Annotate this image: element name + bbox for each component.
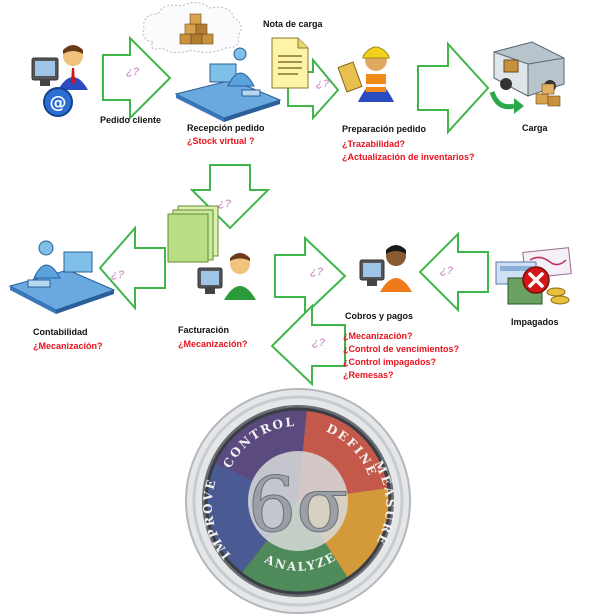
arrow-question-mark: ¿? [316,78,330,90]
svg-text:@: @ [50,93,67,113]
invoice-documents-icon [167,205,219,263]
reception-question: ¿Stock virtual ? [187,136,255,146]
flow-arrow [270,303,346,387]
reception-label: Recepción pedido [187,123,265,133]
arrow-question-mark: ¿? [310,266,324,278]
load-note-label: Nota de carga [263,19,323,29]
load-label: Carga [522,123,548,133]
flow-arrow [418,231,489,313]
flow-arrow [98,225,166,311]
preparation-label: Preparación pedido [342,124,427,134]
customer-order-label: Pedido cliente [100,115,162,125]
payments-label: Cobros y pagos [345,311,414,321]
accounting-label: Contabilidad [33,327,88,337]
flow-arrow [189,164,271,230]
arrow-question-mark: ¿? [312,337,326,349]
reception-desk-icon [174,47,282,122]
payments-question: ¿Control de vencimientos? [343,344,460,354]
six-sigma-symbol: 6σ [248,460,348,549]
arrow-question-mark: ¿? [111,269,125,281]
flow-arrow [102,35,172,121]
unpaid-bills-icon [495,247,572,305]
truck-icon [489,41,565,114]
arrow-question-mark: ¿? [126,66,140,78]
billing-clerk-icon [197,253,256,300]
preparation-question: ¿Actualización de inventarios? [342,152,475,162]
accounting-question: ¿Mecanización? [33,341,103,351]
warehouse-worker-icon [337,46,394,102]
customer-computer-icon: @ [31,45,88,117]
payments-question: ¿Control impagados? [343,357,436,367]
boxes-icon [179,13,214,45]
accounting-desk-icon [8,240,116,314]
preparation-question: ¿Trazabilidad? [342,139,406,149]
payments-question: ¿Mecanización? [343,331,413,341]
document-icon [271,37,309,89]
flow-arrow [417,41,490,135]
payments-clerk-icon [359,245,412,292]
arrow-question-mark: ¿? [218,198,232,210]
billing-question: ¿Mecanización? [178,339,248,349]
six-sigma-wheel: CONTROL DEFINE MEASURE ANALYZE IMPROVE 6… [185,388,411,614]
flow-arrow [274,235,347,317]
arrow-question-mark: ¿? [440,265,454,277]
unpaid-label: Impagados [511,317,559,327]
payments-question: ¿Remesas? [343,370,394,380]
billing-label: Facturación [178,325,230,335]
